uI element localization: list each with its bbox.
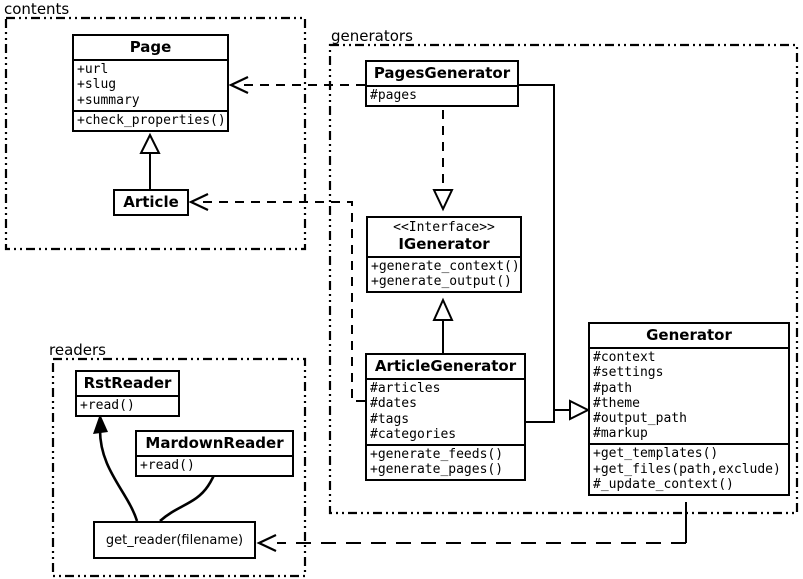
attribute: +url xyxy=(77,62,109,78)
class-title-igenerator: IGenerator xyxy=(398,234,490,253)
function-box-get-reader[interactable]: get_reader(filename) xyxy=(93,521,256,559)
attribute: #settings xyxy=(593,365,664,381)
class-methods-generator: +get_templates() +get_files(path,exclude… xyxy=(590,443,788,494)
class-box-article-generator[interactable]: ArticleGenerator #articles #dates #tags … xyxy=(365,353,526,482)
class-box-igenerator[interactable]: <<Interface>> IGenerator +generate_conte… xyxy=(366,216,522,294)
attribute: #markup xyxy=(593,426,648,442)
attribute: +slug xyxy=(77,77,117,93)
attribute: +summary xyxy=(77,92,140,108)
class-stereotype-igenerator: <<Interface>> xyxy=(393,220,495,235)
method: +get_templates() xyxy=(593,446,719,462)
method: +read() xyxy=(140,458,195,474)
method: +check_properties() xyxy=(77,112,226,128)
method: +generate_output() xyxy=(371,273,512,289)
line-articlegenerator-to-generator xyxy=(526,409,570,423)
package-label-generators: generators xyxy=(331,27,413,45)
method: #_update_context() xyxy=(593,476,734,492)
class-box-mardown-reader[interactable]: MardownReader +read() xyxy=(135,430,294,478)
attribute: #articles xyxy=(370,381,441,397)
attribute: #pages xyxy=(370,88,417,104)
attribute: #path xyxy=(593,380,633,396)
line-pagesgenerator-to-generator xyxy=(519,84,570,411)
class-name-article-generator: ArticleGenerator xyxy=(374,357,517,375)
method: +generate_feeds() xyxy=(370,447,504,462)
package-label-contents: contents xyxy=(4,0,70,18)
function-label-get-reader: get_reader(filename) xyxy=(105,532,244,548)
attribute: #tags xyxy=(370,411,410,427)
arrowhead-realization-igenerator xyxy=(432,189,454,212)
class-methods-page: +check_properties() xyxy=(74,109,227,130)
arrowhead-dependency-get-reader xyxy=(256,534,277,552)
attribute: #output_path xyxy=(593,411,687,426)
line-articlegenerator-to-article xyxy=(199,201,365,402)
class-attributes-pages-generator: #pages xyxy=(367,85,517,105)
class-attributes-article-generator: #articles #dates #tags #categories xyxy=(367,378,524,444)
class-name-generator: Generator xyxy=(646,326,732,344)
class-methods-rst-reader: +read() xyxy=(77,395,178,415)
class-name-rst-reader: RstReader xyxy=(83,374,172,392)
class-name-pages-generator: PagesGenerator xyxy=(373,64,511,82)
arrowhead-generalization-page xyxy=(139,132,161,154)
class-box-page[interactable]: Page +url +slug +summary +check_properti… xyxy=(72,34,229,132)
class-name-page: Page xyxy=(129,38,172,56)
attribute: #dates xyxy=(370,396,417,412)
arrowhead-generalization-igenerator xyxy=(432,297,454,321)
method: +get_files(path,exclude) xyxy=(593,461,781,477)
arrowhead-generalization-generator xyxy=(569,399,591,421)
class-name-igenerator: <<Interface>> IGenerator xyxy=(368,218,520,256)
class-box-article[interactable]: Article xyxy=(113,189,189,217)
method: +generate_pages() xyxy=(370,462,504,478)
arrowhead-dependency-article xyxy=(188,193,209,211)
attribute: #categories xyxy=(370,426,457,442)
class-attributes-generator: #context #settings #path #theme #output_… xyxy=(590,347,788,443)
arrowhead-dependency-page xyxy=(228,76,249,94)
class-box-generator[interactable]: Generator #context #settings #path #them… xyxy=(588,322,790,497)
line-get-reader-to-rstreader xyxy=(98,429,139,522)
class-methods-igenerator: +generate_context() +generate_output() xyxy=(368,255,520,291)
method: +generate_context() xyxy=(371,258,520,274)
class-name-article: Article xyxy=(123,193,179,211)
class-box-rst-reader[interactable]: RstReader +read() xyxy=(75,370,180,418)
package-label-readers: readers xyxy=(49,341,106,359)
class-box-pages-generator[interactable]: PagesGenerator #pages xyxy=(365,60,519,108)
class-methods-article-generator: +generate_feeds() +generate_pages() xyxy=(367,444,524,479)
class-methods-mardown-reader: +read() xyxy=(137,455,292,475)
attribute: #context xyxy=(593,350,656,366)
class-name-mardown-reader: MardownReader xyxy=(145,434,284,452)
class-attributes-page: +url +slug +summary xyxy=(74,59,227,110)
attribute: #theme xyxy=(593,395,640,411)
method: +read() xyxy=(80,398,135,414)
